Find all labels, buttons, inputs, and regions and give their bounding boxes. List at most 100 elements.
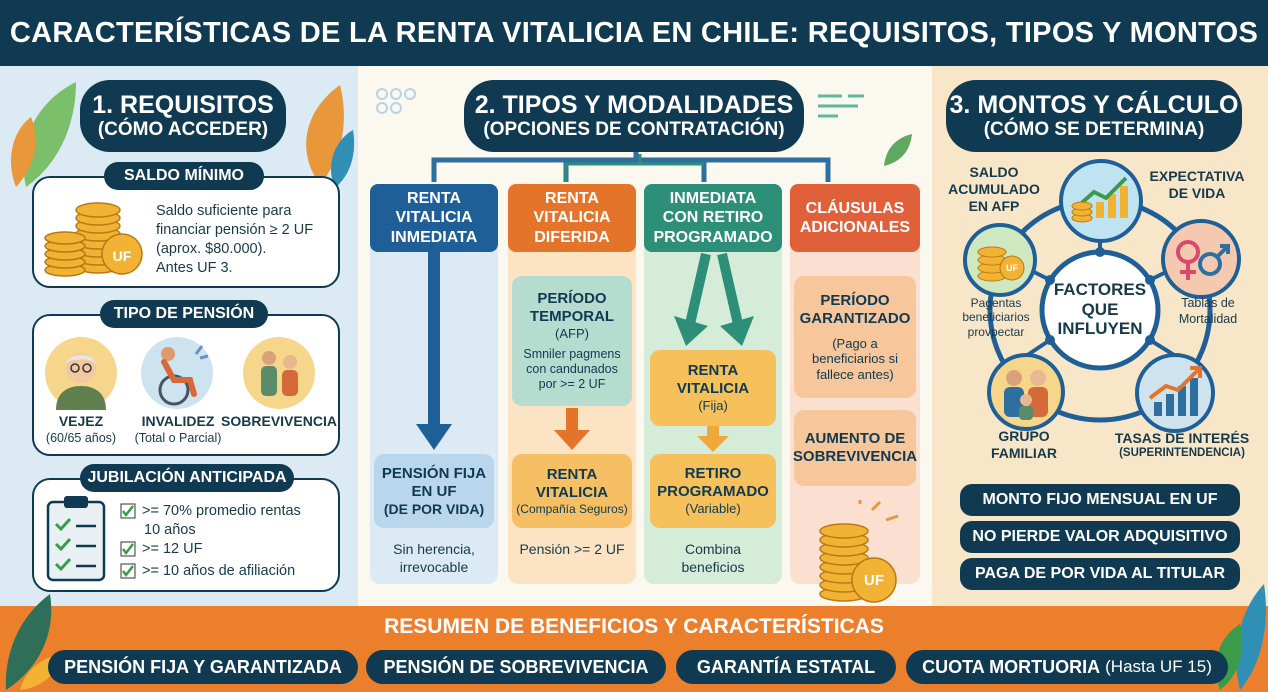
box-line: (AFP) — [555, 325, 589, 341]
box-line: GARANTIZADO — [799, 309, 911, 327]
factor-line: DE VIDA — [1168, 184, 1226, 201]
header-line: CLÁUSULAS — [805, 199, 905, 217]
vejez-sublabel: (60/65 años) — [45, 431, 117, 445]
header-line: INMEDIATA — [390, 228, 478, 246]
interest-rate-chart-icon — [1135, 353, 1215, 433]
box-line: (Fija) — [698, 398, 728, 414]
checkbox-icon — [120, 503, 136, 519]
tipo-pension-label: TIPO DE PENSIÓN — [100, 300, 268, 328]
pension-fija-box: PENSIÓN FIJA EN UF (DE POR VIDA) — [374, 454, 494, 528]
factor-line: Pagentas — [970, 296, 1022, 310]
coins-icon — [963, 223, 1037, 297]
requisitos-header: 1. REQUISITOS (CÓMO ACCEDER) — [80, 80, 286, 152]
clipboard-checklist-icon — [46, 496, 106, 582]
tipos-subtitle: (OPCIONES DE CONTRATACIÓN) — [483, 119, 785, 141]
box-line: (Variable) — [685, 501, 741, 517]
factor-line: provpectar — [967, 324, 1025, 339]
box-line: Smniler pagmens — [523, 347, 621, 362]
factor-line: TASAS DE INTERÉS — [1114, 430, 1250, 446]
footer-cuota-mortuoria: CUOTA MORTUORIA (Hasta UF 15) — [906, 650, 1228, 684]
box-line: PROGRAMADO — [657, 483, 769, 501]
vejez-label: VEJEZ — [58, 413, 104, 429]
factor-line: SALDO — [969, 164, 1019, 180]
factor-line: Mortalidad — [1178, 311, 1238, 326]
saldo-text-line: financiar pensión ≥ 2 UF — [156, 221, 314, 238]
coin-stack-icon — [44, 202, 143, 277]
center-line: QUE — [1081, 299, 1119, 319]
wheelchair-icon — [141, 337, 213, 409]
expectativa-vida-label: EXPECTATIVA DE VIDA — [1142, 168, 1252, 202]
col-inmediata-header: RENTA VITALICIA INMEDIATA — [370, 184, 498, 252]
jubilacion-criterion-3: >= 10 años de afiliación — [142, 563, 296, 579]
arrow-down-icon — [554, 408, 590, 450]
footer-garantia-estatal: GARANTÍA ESTATAL — [676, 650, 896, 684]
dots-decoration-icon — [376, 88, 416, 114]
saldo-acumulado-label: SALDO ACUMULADO EN AFP — [944, 164, 1044, 214]
jubilacion-criterion-1: >= 70% promedio rentas 10 años — [142, 502, 338, 540]
arrow-down-icon — [697, 426, 729, 452]
requisitos-title: 1. REQUISITOS — [92, 90, 274, 119]
family-survivors-icon — [243, 337, 315, 409]
box-line: VITALICIA — [676, 380, 750, 398]
box-line: (DE POR VIDA) — [383, 500, 485, 517]
cuota-sublabel: (Hasta UF 15) — [1105, 657, 1212, 676]
cuota-label: CUOTA MORTUORIA — [922, 656, 1101, 677]
header-line: RENTA — [545, 190, 599, 208]
split-arrows-icon — [674, 252, 754, 346]
requisitos-subtitle: (CÓMO ACCEDER) — [97, 119, 269, 141]
invalidez-label: INVALIDEZ — [141, 413, 215, 429]
jubilacion-criterion-2: >= 12 UF — [142, 541, 203, 557]
leaf-decoration-icon — [884, 134, 912, 166]
pagentas-label: Pagentas beneficiarios provpectar — [946, 296, 1046, 339]
col-retiro-header: INMEDIATA CON RETIRO PROGRAMADO — [644, 184, 782, 252]
criterion-line: 10 años — [144, 521, 196, 538]
factores-center: FACTORES QUE INFLUYEN — [1044, 280, 1156, 339]
saldo-text-line: (aprox. $80.000). — [156, 240, 267, 257]
grupo-familiar-label: GRUPO FAMILIAR — [974, 428, 1074, 462]
lines-decoration-icon — [818, 94, 864, 118]
footer-pension-sobrevivencia: PENSIÓN DE SOBREVIVENCIA — [366, 650, 666, 684]
leaf-decoration-icon — [306, 85, 355, 188]
periodo-garantizado-box: PERÍODO GARANTIZADO (Pago a beneficiario… — [794, 276, 916, 398]
box-line: AUMENTO DE — [804, 430, 906, 447]
factor-line: ACUMULADO — [948, 180, 1040, 197]
retiro-programado-box: RETIRO PROGRAMADO (Variable) — [650, 454, 776, 528]
montos-header: 3. MONTOS Y CÁLCULO (CÓMO SE DETERMINA) — [946, 80, 1242, 152]
saldo-text-line: Antes UF 3. — [156, 259, 233, 276]
box-line: beneficiarios si — [812, 351, 898, 367]
sobrevivencia-label: SOBREVIVENCIA — [221, 413, 337, 429]
factor-line: FAMILIAR — [990, 444, 1058, 461]
box-line: PERÍODO — [537, 289, 607, 307]
box-line: con candunados — [526, 362, 618, 377]
col-retiro-note: Combina beneficios — [644, 540, 782, 576]
factor-line: Tablas de — [1181, 296, 1235, 310]
aumento-sobrevivencia-box: AUMENTO DE SOBREVIVENCIA — [793, 410, 917, 486]
box-line: fallece antes) — [816, 366, 894, 382]
checkbox-icon — [120, 541, 136, 557]
box-line: VITALICIA — [535, 483, 609, 501]
col-clausulas-header: CLÁUSULAS ADICIONALES — [790, 184, 920, 252]
header-line: VITALICIA — [395, 209, 473, 227]
montos-title: 3. MONTOS Y CÁLCULO — [949, 90, 1239, 119]
header-line: VITALICIA — [533, 209, 611, 227]
page-title: CARACTERÍSTICAS DE LA RENTA VITALICIA EN… — [0, 0, 1268, 66]
col-diferida-header: RENTA VITALICIA DIFERIDA — [508, 184, 636, 252]
center-line: INFLUYEN — [1057, 319, 1143, 339]
invalidez-sublabel: (Total o Parcial) — [134, 431, 222, 445]
header-line: CON RETIRO — [662, 209, 764, 227]
box-line: RETIRO — [684, 465, 742, 483]
coin-uf-label: UF — [864, 571, 884, 589]
saldo-minimo-text: Saldo suficiente para financiar pensión … — [156, 202, 336, 277]
factor-line: EN AFP — [968, 197, 1020, 214]
coin-stack-icon — [819, 500, 899, 603]
box-line: RENTA — [687, 362, 739, 380]
tablas-mortalidad-label: Tablas de Mortalidad — [1158, 296, 1258, 327]
note-line: beneficios — [681, 559, 745, 576]
checkbox-icon — [120, 563, 136, 579]
box-line: (Compañía Seguros) — [516, 501, 628, 516]
box-line: PERÍODO — [820, 291, 890, 309]
header-line: INMEDIATA — [669, 190, 757, 208]
monto-fijo-bar: MONTO FIJO MENSUAL EN UF — [960, 484, 1240, 516]
tipos-header: 2. TIPOS Y MODALIDADES (OPCIONES DE CONT… — [464, 80, 804, 152]
footer-title: RESUMEN DE BENEFICIOS Y CARACTERÍSTICAS — [384, 615, 884, 638]
